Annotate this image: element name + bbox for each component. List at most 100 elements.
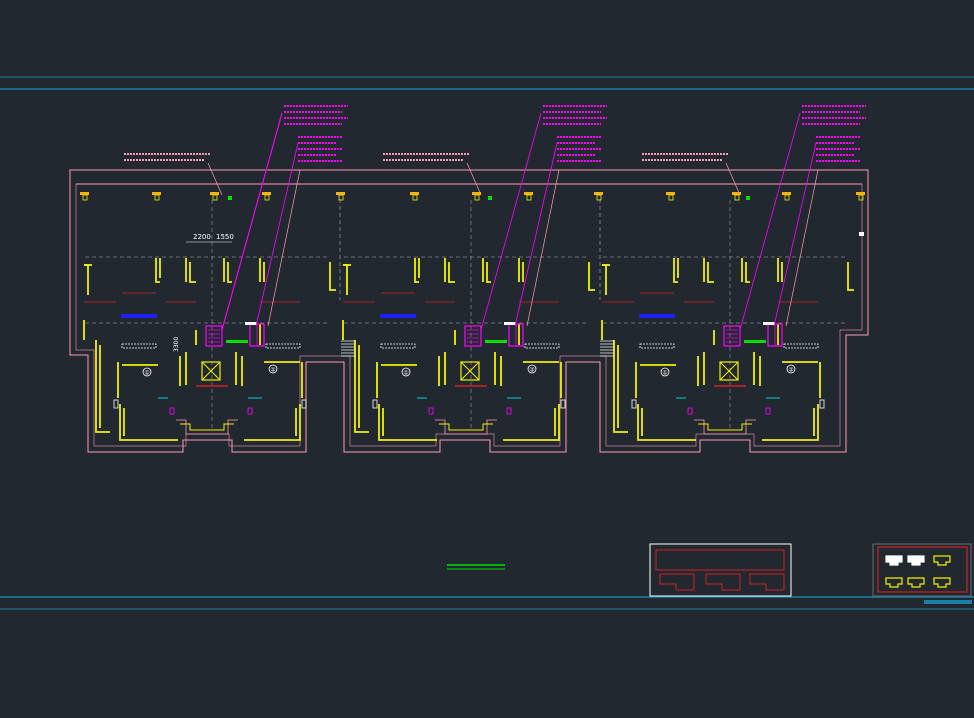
- leader-line: [207, 162, 223, 196]
- roof-marker: [859, 232, 864, 236]
- roof-tag: [80, 192, 89, 195]
- leader-line: [466, 162, 482, 196]
- roof-tag-post: [668, 194, 674, 201]
- unit-marker: [660, 367, 670, 377]
- wall: [189, 262, 196, 283]
- door-frame: [372, 399, 378, 409]
- roof-tag-post: [784, 194, 790, 201]
- wall: [414, 258, 419, 283]
- roof-tag: [524, 192, 533, 195]
- wall: [343, 264, 348, 295]
- wall: [227, 262, 232, 283]
- dimension-2200: 2200: [193, 233, 211, 241]
- wall: [637, 404, 696, 441]
- roof-tag-post: [526, 194, 532, 201]
- roof-tag-post: [264, 194, 270, 201]
- wall: [95, 340, 110, 433]
- wall: [354, 340, 369, 433]
- roof-tag: [336, 192, 345, 195]
- leader-line: [221, 112, 283, 331]
- shaft-box: [201, 361, 221, 381]
- roof-vent: [488, 196, 492, 200]
- wall: [448, 262, 455, 283]
- shaft-x: [201, 361, 221, 381]
- room-label: [380, 343, 416, 349]
- leader-line: [725, 162, 741, 196]
- roof-tag-post: [474, 194, 480, 201]
- wall: [673, 258, 678, 283]
- roof-tag-post: [338, 194, 344, 201]
- key-plan-units[interactable]: [872, 543, 972, 597]
- elevation-label: 3300: [173, 337, 180, 352]
- wall: [486, 262, 491, 283]
- room-label: [265, 343, 301, 349]
- wall: [84, 264, 89, 295]
- roof-tag: [262, 192, 271, 195]
- door-frame: [631, 399, 637, 409]
- roof-tag: [210, 192, 219, 195]
- door-frame: [113, 399, 119, 409]
- roof-tag: [732, 192, 741, 195]
- keyplan-unit: [933, 577, 951, 588]
- room-label: [524, 343, 560, 349]
- scale-bar: [447, 564, 505, 570]
- room-label: [504, 322, 516, 325]
- column-mark: [247, 407, 253, 415]
- bay-window: [694, 419, 756, 435]
- unit-marker-label: ①: [662, 370, 667, 377]
- roof-tag: [666, 192, 675, 195]
- wall: [119, 404, 178, 441]
- key-plan-site[interactable]: [649, 543, 792, 597]
- wall: [613, 340, 628, 433]
- wall: [503, 404, 560, 441]
- equipment-box: [464, 325, 482, 347]
- door-frame: [819, 399, 825, 409]
- equipment-green: [744, 340, 766, 343]
- door-frame: [301, 399, 307, 409]
- wall: [762, 404, 819, 441]
- roof-tag: [410, 192, 419, 195]
- equipment-blue: [380, 314, 416, 318]
- leader-line: [526, 169, 560, 327]
- shaft-box: [460, 361, 480, 381]
- room-label: [639, 343, 675, 349]
- unit-marker-label: ②: [270, 367, 276, 374]
- unit-marker: [527, 364, 537, 374]
- roof-tag-post: [412, 194, 418, 201]
- leader-line: [480, 112, 542, 331]
- roof-tag: [856, 192, 865, 195]
- dimension-group: 2200 1550 3300: [173, 233, 234, 352]
- equipment-green: [226, 340, 248, 343]
- room-label: [763, 322, 775, 325]
- column-mark: [169, 407, 175, 415]
- unit-marker: [401, 367, 411, 377]
- wall: [378, 404, 437, 441]
- wall: [588, 262, 595, 291]
- leader-line: [267, 169, 301, 327]
- bay-window: [435, 419, 497, 435]
- roof-tag-post: [212, 194, 218, 201]
- bay-window-inner: [698, 423, 752, 431]
- wall: [244, 404, 301, 441]
- equipment-green: [485, 340, 507, 343]
- keyplan-unit: [907, 577, 925, 588]
- column-mark: [765, 407, 771, 415]
- roof-tag-post: [858, 194, 864, 201]
- equipment-box: [723, 325, 741, 347]
- equipment-box: [205, 325, 223, 347]
- inner-outline: [75, 183, 863, 447]
- room-label: [783, 343, 819, 349]
- bay-window-inner: [439, 423, 493, 431]
- roof-tag: [152, 192, 161, 195]
- building-outline: [69, 169, 869, 453]
- leader-line: [514, 142, 558, 327]
- shaft-x: [460, 361, 480, 381]
- wall: [602, 264, 607, 295]
- roof-tag-post: [154, 194, 160, 201]
- leader-line: [739, 112, 801, 331]
- roof-vent: [228, 196, 232, 200]
